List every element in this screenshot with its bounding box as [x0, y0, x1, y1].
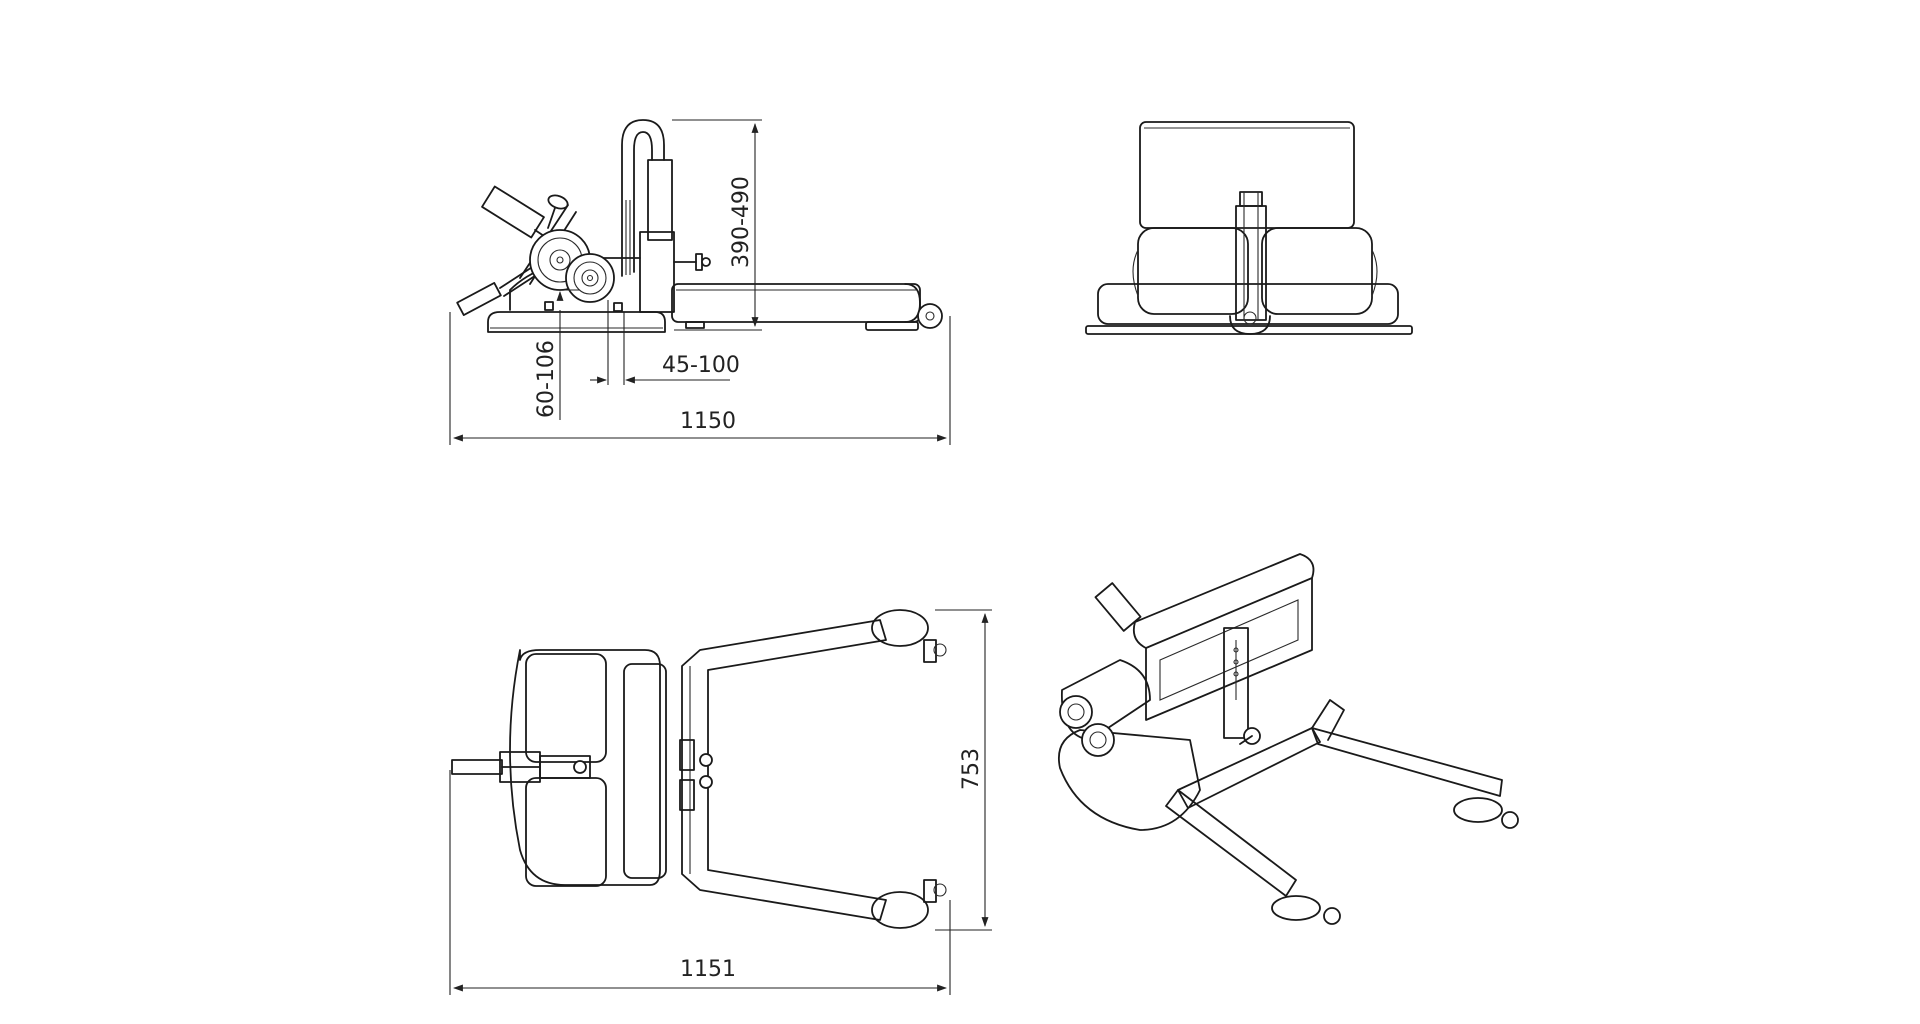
side-view: 390-490 45-100 60-106 1150: [449, 119, 951, 445]
isometric-view: [1058, 553, 1519, 925]
front-view: [1085, 121, 1413, 335]
dim-foot-height: 60-106: [534, 340, 559, 418]
dim-height-adjust: 390-490: [729, 176, 754, 268]
top-view: 753 1151: [449, 609, 992, 995]
dim-overall-length-top: 1151: [680, 957, 736, 982]
dim-roller-offset: 45-100: [662, 353, 740, 378]
dim-overall-length-side: 1150: [680, 409, 736, 434]
dim-overall-width-top: 753: [959, 748, 984, 790]
